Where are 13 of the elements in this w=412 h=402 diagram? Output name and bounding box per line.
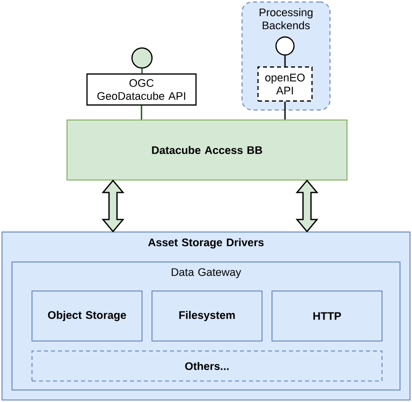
storage-box: Object Storage <box>32 290 142 342</box>
connector-line <box>284 56 286 66</box>
connector-line <box>141 68 143 74</box>
api-box: OGC GeoDatacube API <box>86 73 197 106</box>
interface-circle <box>275 36 295 56</box>
storage-box: HTTP <box>272 290 382 342</box>
storage-box: Others... <box>32 350 382 382</box>
storage-box: Filesystem <box>152 290 262 342</box>
interface-circle <box>131 47 153 69</box>
connector-line <box>284 102 286 120</box>
connector-line <box>140 106 142 120</box>
api-box: openEO API <box>257 66 313 102</box>
component-box: Datacube Access BB <box>66 120 348 180</box>
